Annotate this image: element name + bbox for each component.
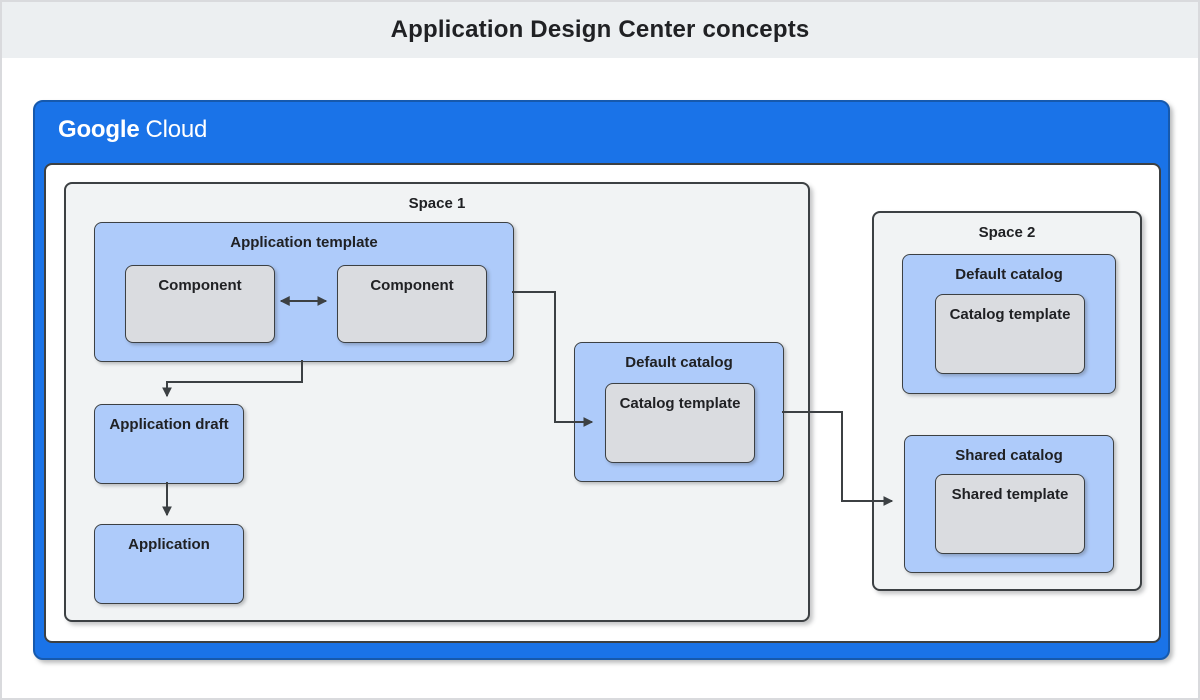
shared-catalog-box: Shared catalog Shared template — [904, 435, 1114, 573]
default-catalog-space2-label: Default catalog — [955, 266, 1063, 283]
brand-secondary: Cloud — [145, 116, 208, 143]
space-1-box: Space 1 Application template Component C… — [64, 182, 810, 622]
catalog-template-space2-label: Catalog template — [949, 306, 1071, 323]
shared-catalog-label: Shared catalog — [955, 447, 1063, 464]
application-box: Application — [94, 524, 244, 604]
component-right-box: Component — [337, 265, 487, 343]
shared-template-box: Shared template — [935, 474, 1085, 554]
space-1-label: Space 1 — [408, 195, 466, 212]
default-catalog-space1-label: Default catalog — [625, 354, 733, 371]
component-right-label: Component — [370, 277, 454, 294]
application-draft-box: Application draft — [94, 404, 244, 484]
title-bar: Application Design Center concepts — [2, 2, 1198, 58]
default-catalog-space1-box: Default catalog Catalog template — [574, 342, 784, 482]
component-left-box: Component — [125, 265, 275, 343]
application-label: Application — [128, 536, 210, 553]
brand-primary: Google — [58, 116, 140, 143]
page-title: Application Design Center concepts — [390, 16, 810, 43]
application-template-box: Application template Component Component — [94, 222, 514, 362]
default-catalog-space2-box: Default catalog Catalog template — [902, 254, 1116, 394]
space-2-box: Space 2 Default catalog Catalog template… — [872, 211, 1142, 591]
component-left-label: Component — [158, 277, 242, 294]
application-template-label: Application template — [230, 234, 378, 251]
space-2-label: Space 2 — [978, 224, 1036, 241]
catalog-template-space2-box: Catalog template — [935, 294, 1085, 374]
catalog-template-space1-label: Catalog template — [619, 395, 741, 412]
shared-template-label: Shared template — [951, 486, 1069, 503]
catalog-template-space1-box: Catalog template — [605, 383, 755, 463]
application-draft-label: Application draft — [109, 416, 229, 433]
